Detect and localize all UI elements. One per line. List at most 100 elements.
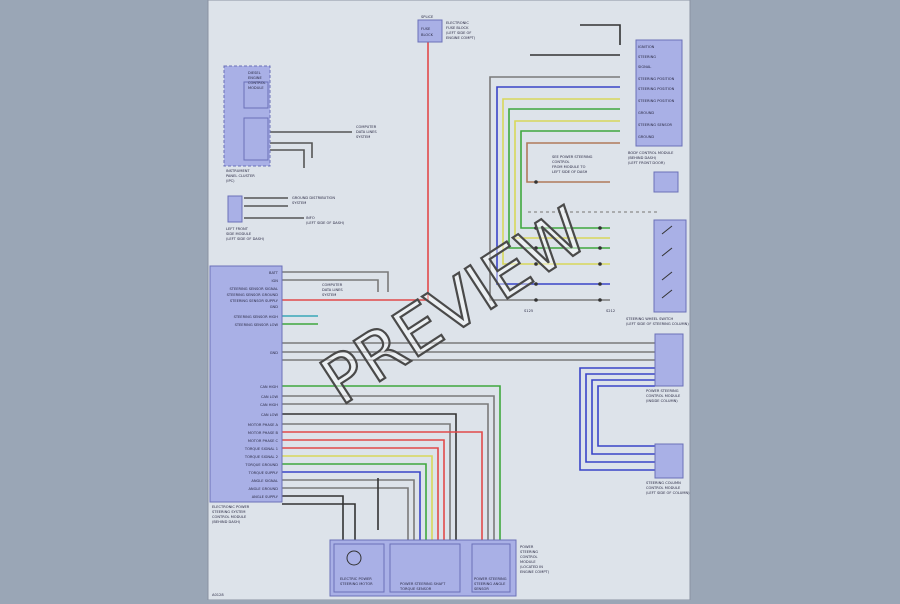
wire-left-2: [270, 142, 313, 158]
right-switch-caption-2: (LEFT SIDE OF STEERING COLUMN): [626, 322, 689, 326]
small-left-module: [227, 195, 243, 223]
upper-left-text-1: DIESEL: [248, 71, 261, 75]
bottom-left-caption-2: STEERING MOTOR: [340, 582, 373, 586]
wire-yellow-r1: [502, 98, 620, 265]
to-ground-b: SYSTEM: [292, 201, 306, 205]
small-left-caption-3: (LEFT SIDE OF DASH): [226, 237, 265, 241]
main-module-pins: BATT IGN STEERING SENSOR SIGNAL STEERING…: [227, 271, 279, 499]
right-top-caption-3: (LEFT FRONT DOOR): [628, 161, 665, 165]
wire-yellow-r2: [514, 120, 620, 239]
pin-label: STEERING SENSOR SIGNAL: [230, 287, 278, 291]
splice-label: S125: [524, 309, 533, 313]
pin-label: ANGLE SUPPLY: [252, 495, 279, 499]
right-mid-caption-2: CONTROL MODULE: [646, 394, 681, 398]
wire-red-low3: [282, 447, 439, 540]
pin-label: STEERING SENSOR SUPPLY: [230, 299, 279, 303]
wire-green-low: [282, 385, 501, 540]
right-label: STEERING SENSOR: [638, 123, 673, 127]
bottom-right-note-1: POWER: [520, 545, 534, 549]
pin-label: MOTOR PHASE C: [248, 439, 279, 443]
bottom-sub-right: [471, 543, 511, 593]
splice-label-2: S212: [606, 309, 615, 313]
right-switch-module: [653, 219, 687, 313]
to-ipc-1-a: COMPUTER: [356, 125, 377, 129]
right-top-caption-2: (BEHIND DASH): [628, 156, 657, 160]
bottom-right-caption-1: POWER STEERING: [474, 577, 507, 581]
right-mid-caption-3: (INSIDE COLUMN): [646, 399, 678, 403]
to-ipc-2-a: COMPUTER: [322, 283, 343, 287]
right-top-caption-1: BODY CONTROL MODULE: [628, 151, 674, 155]
right-low-caption-2: CONTROL MODULE: [646, 486, 681, 490]
top-splice-note-3: (LEFT SIDE OF: [446, 31, 471, 35]
right-label: STEERING POSITION: [638, 99, 675, 103]
wire-red-low1: [282, 431, 483, 540]
wire-gray-low4: [282, 479, 415, 540]
pin-label: ANGLE SIGNAL: [251, 479, 278, 483]
wire-black-low3: [282, 503, 356, 540]
pin-label: TORQUE GROUND: [244, 463, 278, 467]
right-low-caption-1: STEERING COLUMN: [646, 481, 681, 485]
to-info-a: INFO: [306, 216, 315, 220]
labels: SPLICE FUSE BLOCK ELECTRONIC FUSE BLOCK …: [212, 15, 690, 597]
small-left-caption-2: SIDE MODULE: [226, 232, 252, 236]
wire-brown-r: [526, 142, 620, 183]
wire-blue-loop-3: [591, 379, 655, 455]
pin-label: TORQUE SIGNAL 1: [244, 447, 278, 451]
wire-green-low2: [282, 463, 427, 540]
right-small-box: [653, 171, 679, 193]
right-label: SIGNAL: [638, 65, 651, 69]
top-splice-block: [417, 19, 443, 43]
pin-label: STEERING SENSOR LOW: [235, 323, 279, 327]
top-splice-note-4: ENGINE COMPT): [446, 36, 476, 40]
pin-label: CAN LOW: [261, 413, 279, 417]
pin-label: MOTOR PHASE A: [248, 423, 279, 427]
switch-contacts: [661, 225, 673, 299]
right-low-module: [654, 443, 684, 479]
top-splice-label-3: BLOCK: [421, 33, 434, 37]
bottom-right-note-6: ENGINE COMPT): [520, 570, 550, 574]
module-inner: [243, 81, 673, 593]
right-label: STEERING POSITION: [638, 77, 675, 81]
main-left-caption-3: CONTROL MODULE: [212, 515, 247, 519]
right-label: IGNITION: [638, 45, 655, 49]
right-module-labels: IGNITION STEERING SIGNAL STEERING POSITI…: [638, 45, 675, 139]
wire-left-3: [270, 149, 305, 168]
center-note-3: FROM MODULE TO: [552, 165, 586, 169]
bottom-module: [329, 539, 517, 597]
wire-blue-loop-1: [579, 367, 655, 471]
small-left-caption-1: LEFT FRONT: [226, 227, 249, 231]
center-note-2: CONTROL: [552, 160, 570, 164]
right-label: STEERING: [638, 55, 656, 59]
right-label: STEERING POSITION: [638, 87, 675, 91]
pin-label: BATT: [269, 271, 279, 275]
bottom-mid-caption-1: POWER STEERING SHAFT: [400, 582, 446, 586]
pin-label: CAN LOW: [261, 395, 279, 399]
wire-gray-1: [282, 271, 389, 292]
upper-left-caption-3: (IPC): [226, 179, 235, 183]
wires: [244, 24, 660, 540]
upper-left-module: [223, 65, 271, 167]
wire-blue-loop-4: [597, 385, 655, 447]
right-top-module: [635, 39, 683, 147]
wire-gray-low2: [282, 403, 489, 540]
wire-red-main: [282, 42, 429, 301]
wire-gray-r1: [489, 76, 620, 301]
bottom-right-caption-2: STEERING ANGLE: [474, 582, 506, 586]
modules: [209, 19, 687, 597]
main-left-caption-2: STEERING SYSTEM: [212, 510, 246, 514]
upper-left-caption-1: INSTRUMENT: [226, 169, 250, 173]
motor-symbol: [346, 550, 362, 566]
pin-label: GND: [270, 305, 278, 309]
right-switch-caption-1: STEERING WHEEL SWITCH: [626, 317, 674, 321]
bottom-right-note-4: MODULE: [520, 560, 536, 564]
pin-label: IGN: [271, 279, 278, 283]
wire-gray-low5: [282, 487, 409, 540]
center-note-1: SEE POWER STEERING: [552, 155, 593, 159]
bottom-right-note-5: (LOCATED IN: [520, 565, 543, 569]
upper-left-text-3: CONTROL: [248, 81, 266, 85]
pin-label: STEERING SENSOR HIGH: [234, 315, 279, 319]
wire-black-top2: [580, 24, 621, 45]
wire-blue-r: [496, 86, 620, 285]
pin-label: TORQUE SUPPLY: [248, 471, 279, 475]
